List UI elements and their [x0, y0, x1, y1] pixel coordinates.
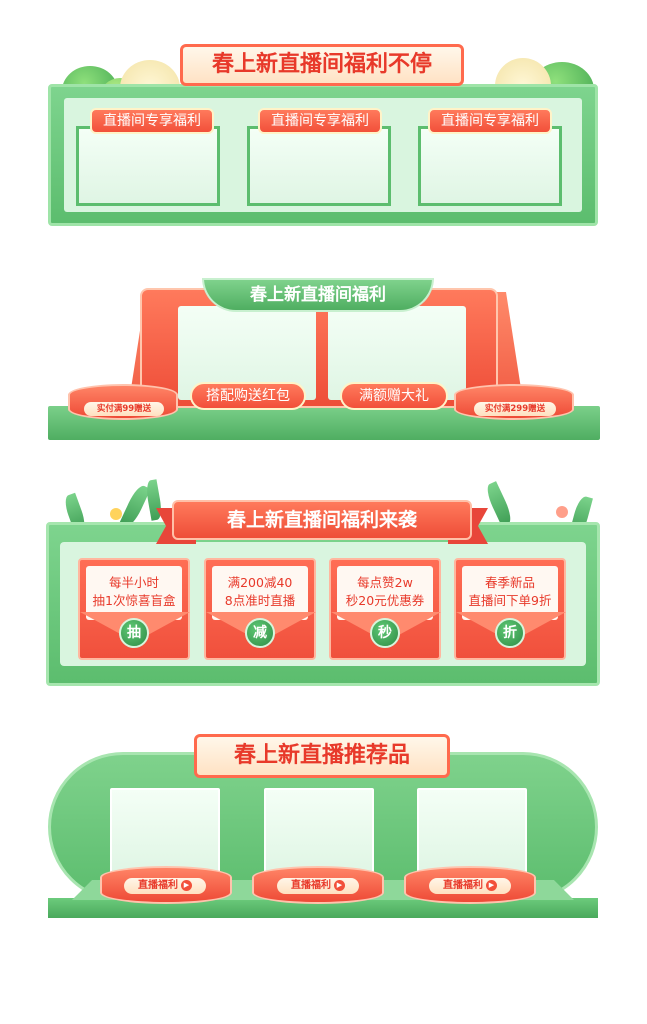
pedestal-2-label-text: 直播福利 — [291, 880, 331, 891]
podium-left-label: 实付满99赠送 — [84, 402, 164, 416]
envelope-card-2-seal: 减 — [245, 618, 275, 648]
bundle-red-packet-button[interactable]: 搭配购送红包 — [190, 382, 306, 410]
envelope-card-1-line1: 每半小时 — [108, 575, 159, 590]
pedestal-1-label-text: 直播福利 — [138, 880, 178, 891]
podium-right-label: 实付满299赠送 — [474, 402, 556, 416]
section-3-ribbon — [172, 500, 472, 540]
envelope-card-4-line2: 直播间下单9折 — [468, 593, 552, 608]
envelope-card-1-content: 每半小时 抽1次惊喜盲盒 — [86, 566, 182, 620]
product-box-1 — [110, 788, 220, 878]
pedestal-3-label-text: 直播福利 — [443, 880, 483, 891]
envelope-card-3-line1: 每点赞2w — [357, 575, 413, 590]
section-4-title: 春上新直播推荐品 — [194, 734, 450, 778]
flower-left-decoration — [110, 508, 122, 520]
envelope-card-3-line2: 秒20元优惠券 — [345, 593, 425, 608]
prize-tab-2[interactable]: 直播间专享福利 — [258, 108, 382, 134]
section-2: 春上新直播间福利 实付满99赠送 实付满299赠送 搭配购送红包 满额赠大礼 — [44, 278, 600, 444]
play-icon: ▶ — [486, 879, 497, 891]
section-4: 春上新直播推荐品 直播福利▶ 直播福利▶ 直播福利▶ — [44, 730, 600, 922]
play-icon: ▶ — [181, 879, 192, 891]
section-3: 春上新直播间福利来袭 每半小时 抽1次惊喜盲盒 抽 满200减40 8点准时直播… — [44, 478, 600, 688]
product-box-3 — [417, 788, 527, 878]
section-1: 春上新直播间福利不停 直播间专享福利 直播间专享福利 直播间专享福利 — [40, 40, 600, 230]
prize-tab-1[interactable]: 直播间专享福利 — [90, 108, 214, 134]
envelope-card-4-line1: 春季新品 — [484, 575, 535, 590]
section-1-title: 春上新直播间福利不停 — [180, 44, 464, 86]
envelope-card-4-seal: 折 — [495, 618, 525, 648]
envelope-card-2-content: 满200减40 8点准时直播 — [212, 566, 308, 620]
pedestal-2-label[interactable]: 直播福利▶ — [277, 878, 359, 894]
envelope-card-4-content: 春季新品 直播间下单9折 — [462, 566, 558, 620]
section-2-title: 春上新直播间福利 — [250, 285, 386, 305]
prize-box-2 — [247, 126, 391, 206]
envelope-card-4[interactable]: 春季新品 直播间下单9折 折 — [454, 558, 566, 660]
product-box-2 — [264, 788, 374, 878]
section-3-title: 春上新直播间福利来袭 — [226, 509, 417, 531]
plant-right-decoration — [483, 481, 515, 527]
pedestal-1-label[interactable]: 直播福利▶ — [124, 878, 206, 894]
envelope-card-1[interactable]: 每半小时 抽1次惊喜盲盒 抽 — [78, 558, 190, 660]
envelope-card-2-line2: 8点准时直播 — [224, 593, 296, 608]
envelope-card-2-line1: 满200减40 — [227, 575, 293, 590]
play-icon: ▶ — [334, 879, 345, 891]
envelope-card-3-seal: 秒 — [370, 618, 400, 648]
prize-box-1 — [76, 126, 220, 206]
full-gift-button[interactable]: 满额赠大礼 — [340, 382, 448, 410]
section-2-title-banner — [202, 278, 434, 312]
envelope-card-3[interactable]: 每点赞2w 秒20元优惠券 秒 — [329, 558, 441, 660]
pedestal-3-label[interactable]: 直播福利▶ — [429, 878, 511, 894]
flower-right-decoration — [556, 506, 568, 518]
prize-tab-3[interactable]: 直播间专享福利 — [428, 108, 552, 134]
envelope-card-3-content: 每点赞2w 秒20元优惠券 — [337, 566, 433, 620]
envelope-card-1-seal: 抽 — [119, 618, 149, 648]
envelope-card-1-line2: 抽1次惊喜盲盒 — [92, 593, 176, 608]
prize-box-3 — [418, 126, 562, 206]
envelope-card-2[interactable]: 满200减40 8点准时直播 减 — [204, 558, 316, 660]
